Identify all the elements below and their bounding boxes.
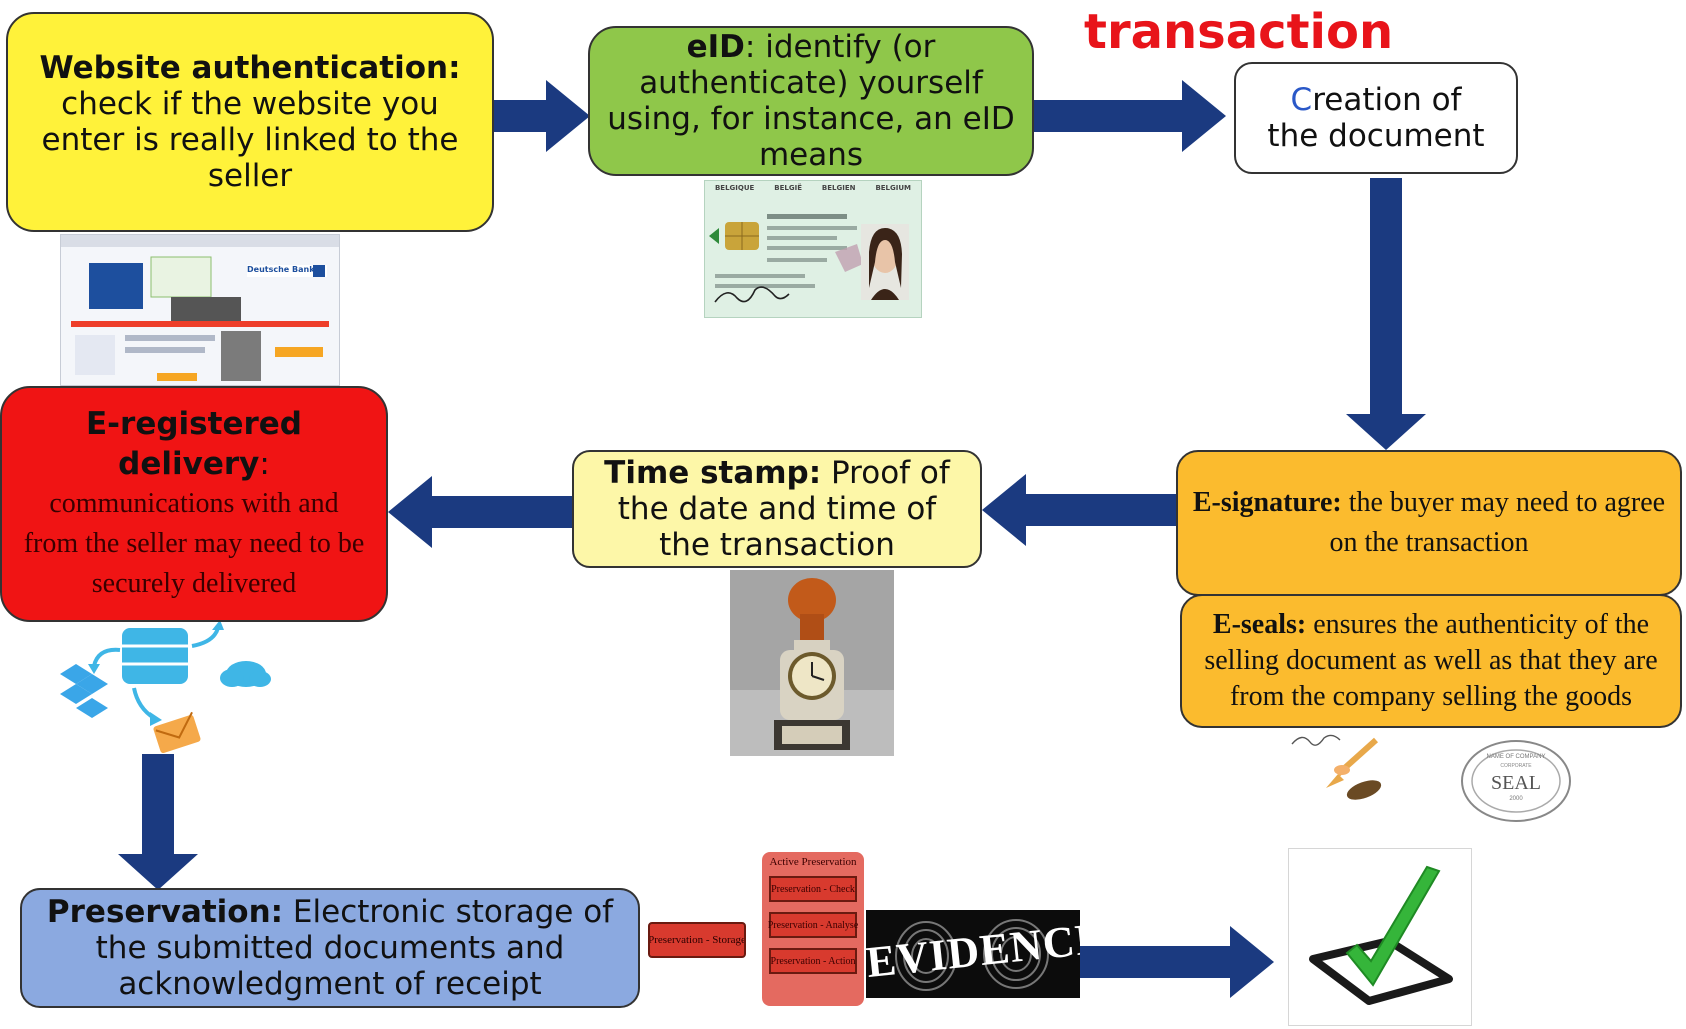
eid-label: eID bbox=[686, 29, 745, 65]
arrow-down-icon bbox=[1346, 178, 1426, 450]
e-registered-delivery-box: E-registered delivery: communications wi… bbox=[0, 386, 388, 622]
eid-card-header-2: BELGIË bbox=[774, 184, 802, 192]
e-signature-box: E-signature: the buyer may need to agree… bbox=[1176, 450, 1682, 596]
checkmark-image bbox=[1288, 848, 1472, 1026]
preservation-storage-text: Preservation - Storage bbox=[648, 934, 746, 946]
creation-of-document-box: Creation of the document bbox=[1234, 62, 1518, 174]
seal-year-text: 2000 bbox=[1509, 796, 1523, 802]
signature-pen-icon bbox=[1291, 734, 1382, 800]
active-preservation-text: Active Preservation bbox=[769, 856, 857, 868]
seal-top-text: NAME OF COMPANY bbox=[1487, 754, 1546, 760]
dropbox-icon bbox=[60, 664, 108, 718]
website-screenshot-graphic bbox=[61, 235, 339, 381]
eid-card-header-3: BELGIEN bbox=[821, 184, 856, 192]
preservation-analyse-box: Preservation - Analyse bbox=[767, 912, 859, 938]
time-stamp-image bbox=[730, 570, 894, 756]
clock-stamp-icon bbox=[730, 570, 894, 756]
time-stamp-text: Proof of the date and time of the transa… bbox=[617, 455, 950, 563]
website-screenshot-image: Deutsche Bank bbox=[60, 234, 340, 386]
arrow-right-icon bbox=[492, 80, 590, 152]
eid-card-header-4: BELGIUM bbox=[875, 184, 912, 192]
arrow-right-icon bbox=[1034, 80, 1226, 152]
e-signature-label: E-signature: bbox=[1192, 487, 1342, 518]
eid-card-header-1: BELGIQUE bbox=[714, 184, 755, 192]
eid-card-image: BELGIQUE BELGIË BELGIEN BELGIUM bbox=[704, 180, 922, 318]
active-preservation-panel: Active Preservation Preservation - Check… bbox=[762, 852, 864, 1006]
seal-inner-text: CORPORATE bbox=[1500, 763, 1532, 769]
checkmark-icon bbox=[1309, 865, 1453, 1005]
e-registered-delivery-text: communications with and from the seller … bbox=[23, 488, 365, 599]
e-registered-delivery-colon: : bbox=[259, 446, 270, 482]
preservation-check-text: Preservation - Check bbox=[771, 883, 855, 895]
preservation-action-text: Preservation - Action bbox=[770, 955, 856, 967]
preservation-storage-label: Preservation - Storage bbox=[648, 922, 746, 958]
arrow-right-icon bbox=[1078, 926, 1274, 998]
preservation-label: Preservation: bbox=[46, 894, 284, 930]
envelope-icon bbox=[153, 711, 201, 754]
eid-card-graphic bbox=[709, 214, 909, 303]
website-authentication-text: check if the website you enter is really… bbox=[41, 86, 459, 194]
preservation-action-box: Preservation - Action bbox=[769, 948, 857, 974]
e-registered-delivery-label: E-registered delivery bbox=[86, 406, 302, 482]
e-seals-label: E-seals: bbox=[1212, 609, 1307, 640]
preservation-check-box: Preservation - Check bbox=[769, 876, 857, 902]
database-icon bbox=[122, 628, 188, 684]
website-authentication-label: Website authentication: bbox=[39, 50, 461, 86]
e-seals-box: E-seals: ensures the authenticity of the… bbox=[1180, 594, 1682, 728]
e-seals-text: ensures the authenticity of the selling … bbox=[1204, 609, 1658, 712]
seal-center-text: SEAL bbox=[1491, 772, 1541, 794]
bank-name: Deutsche Bank bbox=[247, 265, 315, 274]
cloud-icon bbox=[220, 661, 271, 687]
arrow-left-icon bbox=[982, 474, 1176, 546]
arrow-left-icon bbox=[388, 476, 572, 548]
e-signature-text: the buyer may need to agree on the trans… bbox=[1329, 487, 1666, 558]
cloud-storage-icons bbox=[60, 622, 271, 754]
fingerprint-icon bbox=[895, 919, 1049, 991]
creation-text: reation of the document bbox=[1267, 82, 1485, 154]
preservation-box: Preservation: Electronic storage of the … bbox=[20, 888, 640, 1008]
eid-box: eID: identify (or authenticate) yourself… bbox=[588, 26, 1034, 176]
time-stamp-box: Time stamp: Proof of the date and time o… bbox=[572, 450, 982, 568]
eid-text: : identify (or authenticate) yourself us… bbox=[607, 29, 1015, 173]
time-stamp-label: Time stamp: bbox=[604, 455, 822, 491]
company-seal-icon: SEAL NAME OF COMPANY CORPORATE 2000 bbox=[1461, 740, 1571, 822]
evidence-image: EVIDENCE bbox=[866, 910, 1080, 998]
website-authentication-box: Website authentication: check if the web… bbox=[6, 12, 494, 232]
creation-first-letter: C bbox=[1290, 82, 1313, 118]
preservation-analyse-text: Preservation - Analyse bbox=[767, 919, 859, 931]
arrow-down-icon bbox=[118, 754, 198, 890]
preservation-text: Electronic storage of the submitted docu… bbox=[95, 894, 614, 1002]
diagram-title: transaction bbox=[1084, 4, 1394, 60]
